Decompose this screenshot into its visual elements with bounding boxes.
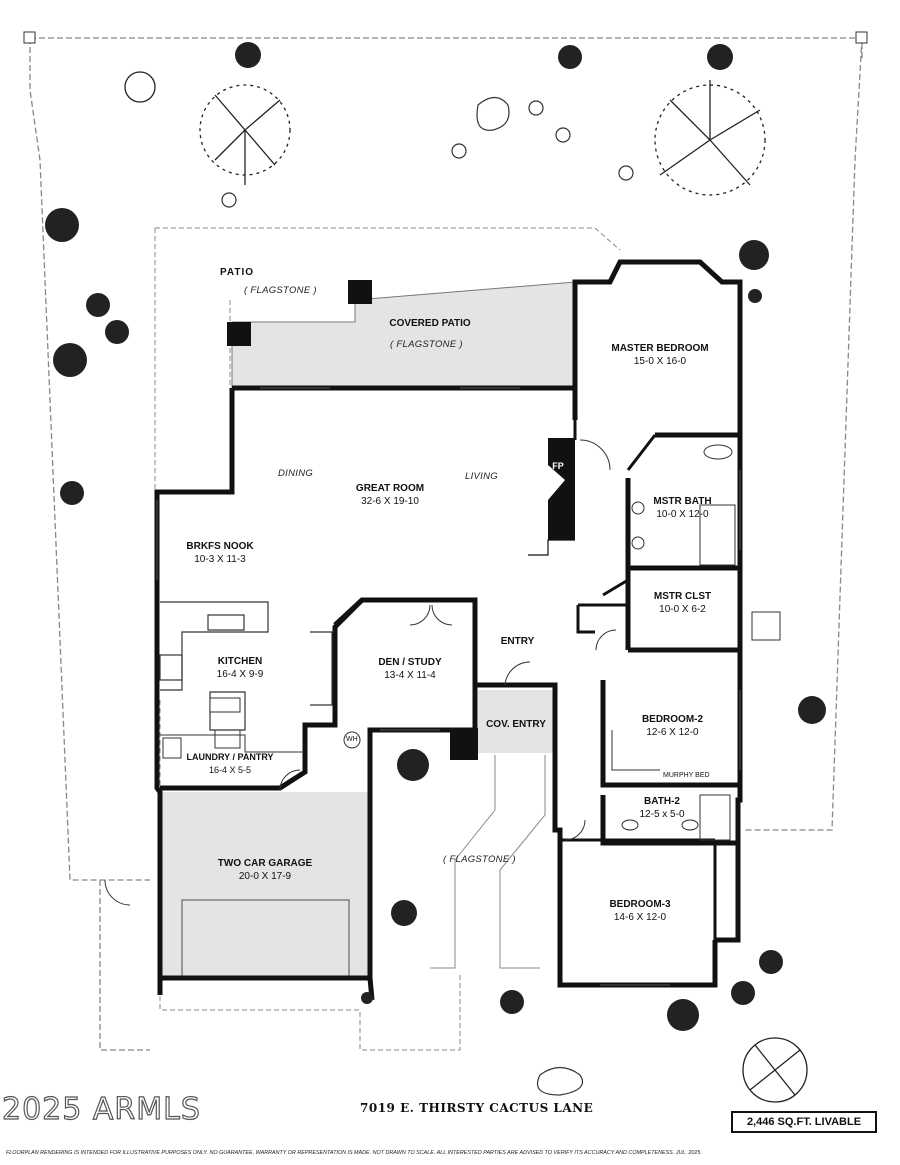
- mstr-bath-name: MSTR BATH: [653, 496, 712, 507]
- fireplace: [548, 438, 575, 540]
- garage-dims: 20-0 X 17-9: [238, 871, 292, 882]
- den-study-name: DEN / STUDY: [378, 657, 442, 668]
- kitchen-counters: [159, 601, 333, 731]
- great-room-label: GREAT ROOM 32-6 X 19-10: [340, 482, 440, 508]
- bedroom3-dims: 14-6 X 12-0: [613, 912, 667, 923]
- living-label: LIVING: [465, 471, 498, 482]
- covered-patio-slab: [231, 281, 576, 389]
- master-bedroom-dims: 15-0 X 16-0: [633, 356, 687, 367]
- laundry-fixtures: [160, 729, 305, 759]
- den-study-label: DEN / STUDY 13-4 X 11-4: [360, 656, 460, 682]
- patio-column: [348, 280, 372, 304]
- sqft-badge: 2,446 SQ.FT. LIVABLE: [731, 1111, 877, 1133]
- bedroom2-name: BEDROOM-2: [641, 714, 704, 725]
- bath2-label: BATH-2 12-5 x 5-0: [632, 795, 692, 821]
- water-heater: [343, 731, 361, 749]
- great-room-dims: 32-6 X 19-10: [361, 496, 419, 507]
- property-address: 7019 E. THIRSTY CACTUS LANE: [360, 1101, 594, 1115]
- bath2-dims: 12-5 x 5-0: [639, 809, 685, 820]
- garage-name: TWO CAR GARAGE: [217, 858, 313, 869]
- disclaimer-text: FLOORPLAN RENDERING IS INTENDED FOR ILLU…: [6, 1150, 702, 1156]
- kitchen-label: KITCHEN 16-4 X 9-9: [200, 655, 280, 681]
- mstr-bath-label: MSTR BATH 10-0 X 12-0: [640, 495, 725, 521]
- mstr-clst-dims: 10-0 X 6-2: [659, 604, 706, 615]
- garage-label: TWO CAR GARAGE 20-0 X 17-9: [205, 857, 325, 883]
- front-walk-material-label: ( FLAGSTONE ): [443, 854, 516, 865]
- patio-column: [227, 322, 251, 346]
- fireplace-hearth: [528, 539, 575, 556]
- windows: [156, 387, 741, 986]
- entry-column: [450, 728, 478, 760]
- kitchen-dims: 16-4 X 9-9: [216, 669, 264, 680]
- dining-label: DINING: [278, 468, 314, 479]
- brkfs-nook-name: BRKFS NOOK: [186, 541, 254, 552]
- landscape-trees: [124, 71, 808, 1103]
- brkfs-nook-label: BRKFS NOOK 10-3 X 11-3: [175, 540, 265, 566]
- interior-walls: [560, 420, 717, 985]
- master-bedroom-name: MASTER BEDROOM: [611, 343, 709, 354]
- lot-corner-marker: [23, 31, 36, 44]
- covered-patio-label: COVERED PATIO: [389, 318, 471, 329]
- cov-entry-floor: [478, 690, 553, 753]
- landscape-rocks: [221, 96, 634, 1096]
- bedroom3-label: BEDROOM-3 14-6 X 12-0: [595, 898, 685, 924]
- bath2-name: BATH-2: [644, 796, 680, 807]
- great-room-name: GREAT ROOM: [355, 483, 425, 494]
- landscape-shrubs: [45, 42, 826, 1031]
- cov-entry-label: COV. ENTRY: [486, 719, 546, 730]
- door-swings: [104, 439, 617, 906]
- murphy-bed-label: MURPHY BED: [663, 772, 710, 779]
- water-heater-label: WH: [346, 736, 358, 743]
- fireplace-label: FP: [552, 461, 564, 471]
- kitchen-name: KITCHEN: [217, 656, 263, 667]
- mstr-clst-label: MSTR CLST 10-0 X 6-2: [640, 590, 725, 616]
- mstr-bath-dims: 10-0 X 12-0: [656, 509, 709, 520]
- den-study-dims: 13-4 X 11-4: [384, 670, 436, 681]
- mstr-clst-name: MSTR CLST: [653, 591, 712, 602]
- bath-fixtures: [611, 444, 736, 841]
- patio-material-label: ( FLAGSTONE ): [244, 285, 317, 296]
- brkfs-nook-dims: 10-3 X 11-3: [194, 554, 246, 565]
- front-walk: [430, 755, 546, 969]
- lot-corner-marker: [855, 31, 868, 44]
- master-bedroom-label: MASTER BEDROOM 15-0 X 16-0: [600, 342, 720, 368]
- covered-patio-material-label: ( FLAGSTONE ): [390, 339, 463, 350]
- entry-label: ENTRY: [500, 636, 535, 647]
- bedroom2-label: BEDROOM-2 12-6 X 12-0: [625, 713, 720, 739]
- laundry-label: LAUNDRY / PANTRY 16-4 X 5-5: [180, 751, 280, 777]
- kitchen-island: [209, 697, 241, 713]
- garage-floor: [160, 792, 370, 977]
- laundry-name: LAUNDRY / PANTRY: [186, 752, 274, 762]
- utility-pad: [751, 611, 781, 641]
- watermark: 2025 ARMLS: [1, 1091, 201, 1127]
- patio-label: PATIO: [220, 267, 255, 278]
- bedroom2-dims: 12-6 X 12-0: [646, 727, 699, 738]
- bedroom3-name: BEDROOM-3: [609, 899, 671, 910]
- laundry-dims: 16-4 X 5-5: [208, 765, 252, 775]
